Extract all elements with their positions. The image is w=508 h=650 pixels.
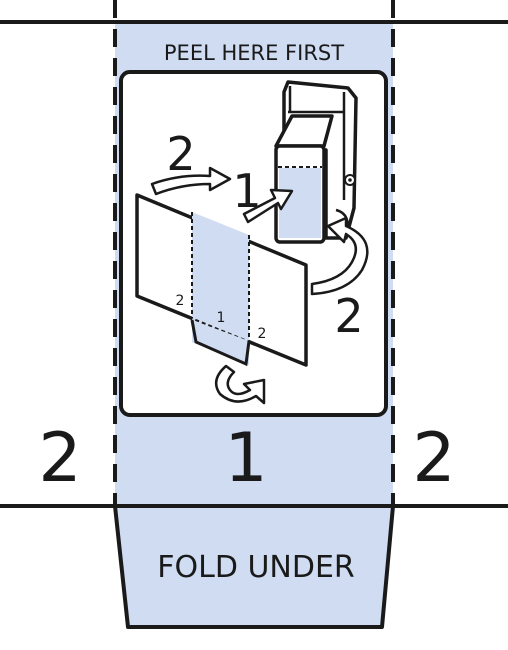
curved-arrow-bottom [214, 364, 266, 405]
peel-here-first-label: PEEL HERE FIRST [164, 41, 344, 65]
curved-arrow-right [310, 216, 369, 296]
card-mark-center: 1 [217, 310, 226, 326]
panel-number-left: 2 [38, 419, 81, 498]
insert-arrow [242, 188, 294, 224]
panel-number-right: 2 [412, 419, 455, 498]
card-mark-left: 2 [176, 293, 185, 309]
step-one: 1 [232, 164, 261, 218]
step-two-top: 2 [166, 127, 195, 181]
curved-arrow-top [150, 166, 232, 196]
label-card-icon [135, 193, 308, 367]
card-mark-right: 2 [258, 326, 267, 342]
panel-number-center: 1 [224, 419, 267, 498]
step-two-right: 2 [334, 289, 363, 343]
fold-under-label: FOLD UNDER [157, 550, 355, 585]
